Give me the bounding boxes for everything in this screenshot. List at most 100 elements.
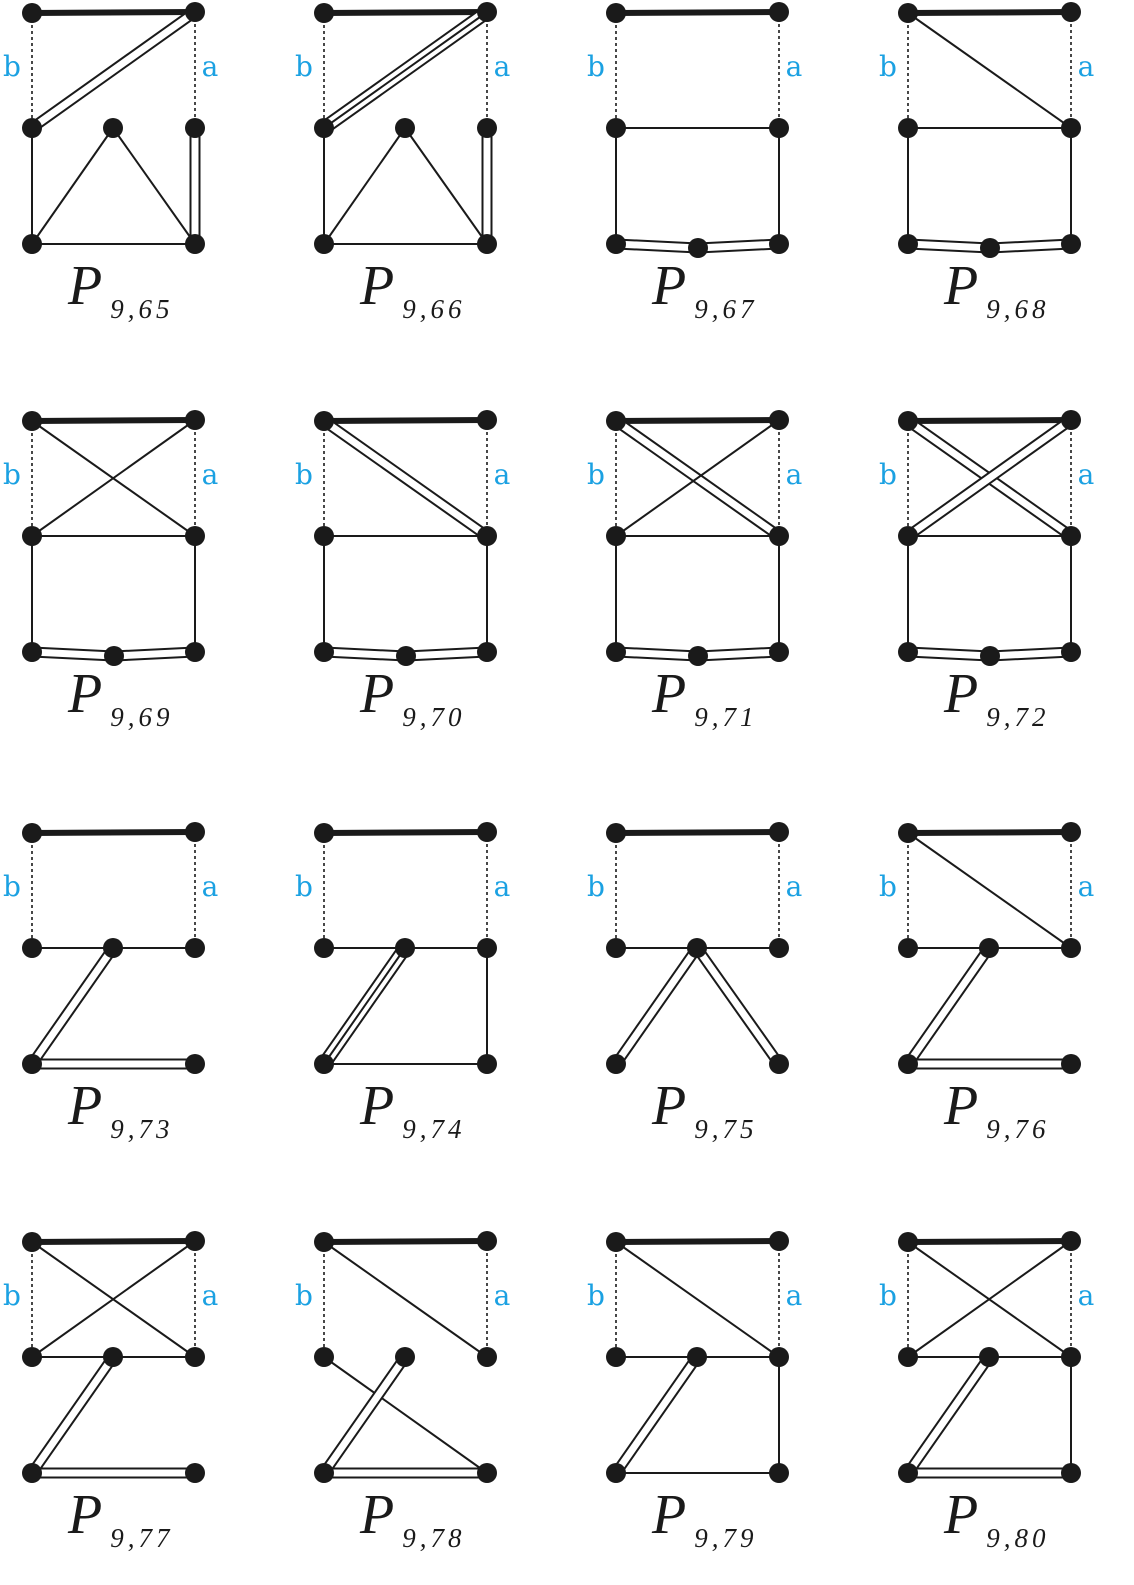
edge-triple bbox=[319, 6, 492, 134]
caption-letter: P bbox=[359, 663, 394, 725]
graph-vertex bbox=[1061, 822, 1081, 842]
graph-vertex bbox=[606, 526, 626, 546]
graph-vertex bbox=[22, 1347, 42, 1367]
graph-vertex bbox=[769, 234, 789, 254]
graph-vertex bbox=[687, 938, 707, 958]
graph-vertex bbox=[22, 823, 42, 843]
vertex-label-b: b bbox=[3, 458, 21, 491]
edge-single bbox=[31, 1240, 196, 1358]
graph-vertex bbox=[314, 938, 334, 958]
graph-vertex bbox=[687, 1347, 707, 1367]
edge-single bbox=[907, 12, 1072, 129]
graph-vertex bbox=[185, 234, 205, 254]
edge-double bbox=[697, 238, 780, 254]
graph-vertex bbox=[185, 2, 205, 22]
graph-vertex bbox=[769, 642, 789, 662]
graph-vertex bbox=[898, 526, 918, 546]
edge-double-inner bbox=[613, 945, 700, 1067]
vertex-label-a: a bbox=[494, 458, 511, 491]
vertex-label-a: a bbox=[786, 458, 803, 491]
graph-vertex bbox=[769, 822, 789, 842]
graph-vertex bbox=[606, 938, 626, 958]
caption-letter: P bbox=[67, 1075, 102, 1137]
edge-bold bbox=[31, 1238, 196, 1245]
edge-double bbox=[611, 1353, 702, 1477]
edge-double-inner bbox=[615, 648, 699, 660]
graph-vertex bbox=[1061, 118, 1081, 138]
edge-double-inner bbox=[29, 945, 116, 1067]
caption-subscript: 9,74 bbox=[402, 1114, 465, 1144]
edge-double-inner bbox=[989, 240, 1072, 252]
edge-bold bbox=[615, 417, 780, 424]
graph-vertex bbox=[979, 938, 999, 958]
vertex-label-a: a bbox=[786, 50, 803, 83]
edge-single bbox=[615, 1241, 780, 1358]
graph-vertex bbox=[477, 2, 497, 22]
vertex-label-b: b bbox=[587, 50, 605, 83]
edge-double bbox=[989, 646, 1072, 662]
caption-letter: P bbox=[359, 255, 394, 317]
graph-vertex bbox=[1061, 1054, 1081, 1074]
caption-subscript: 9,75 bbox=[694, 1114, 757, 1144]
graph-vertex bbox=[22, 526, 42, 546]
vertex-label-b: b bbox=[879, 50, 897, 83]
edge-single bbox=[323, 1241, 488, 1358]
graph-vertex bbox=[688, 646, 708, 666]
edge-double bbox=[989, 238, 1072, 254]
graph-vertex bbox=[769, 1463, 789, 1483]
edge-bold bbox=[31, 829, 196, 836]
caption-subscript: 9,78 bbox=[402, 1523, 465, 1553]
edge-single bbox=[323, 127, 406, 245]
graph-vertex bbox=[1061, 234, 1081, 254]
edge-bold bbox=[615, 829, 780, 836]
edge-double bbox=[320, 416, 491, 541]
graph-vertex bbox=[314, 118, 334, 138]
vertex-label-b: b bbox=[3, 50, 21, 83]
graph-vertex bbox=[979, 1347, 999, 1367]
graph-vertex bbox=[477, 1347, 497, 1367]
graph-vertex bbox=[606, 1054, 626, 1074]
graph-vertex bbox=[898, 1463, 918, 1483]
edge-double bbox=[27, 1353, 118, 1477]
vertex-label-a: a bbox=[202, 1279, 219, 1312]
vertex-label-a: a bbox=[786, 1279, 803, 1312]
graph-vertex bbox=[185, 118, 205, 138]
caption-letter: P bbox=[67, 1484, 102, 1546]
vertex-label-b: b bbox=[879, 458, 897, 491]
graph-vertex bbox=[769, 526, 789, 546]
graph-vertex bbox=[477, 526, 497, 546]
graph-vertex bbox=[477, 1231, 497, 1251]
graph-vertex bbox=[22, 234, 42, 254]
edge-double-inner bbox=[321, 418, 490, 539]
graph-vertex bbox=[606, 3, 626, 23]
vertex-label-a: a bbox=[202, 50, 219, 83]
vertex-label-a: a bbox=[786, 870, 803, 903]
graph-vertex bbox=[1061, 2, 1081, 22]
graph-vertex bbox=[22, 1054, 42, 1074]
caption-subscript: 9,80 bbox=[986, 1523, 1049, 1553]
graph-vertex bbox=[898, 1232, 918, 1252]
edge-double bbox=[903, 1353, 994, 1477]
graph-vertex bbox=[314, 3, 334, 23]
graph-vertex bbox=[980, 646, 1000, 666]
graph-vertex bbox=[314, 1054, 334, 1074]
vertex-label-b: b bbox=[587, 870, 605, 903]
edge-double-inner bbox=[989, 648, 1072, 660]
graph-vertex bbox=[395, 938, 415, 958]
caption-letter: P bbox=[651, 255, 686, 317]
graph-vertex bbox=[769, 1231, 789, 1251]
graph-vertex bbox=[1061, 1347, 1081, 1367]
graph-vertex bbox=[1061, 410, 1081, 430]
edge-double bbox=[611, 944, 702, 1068]
graph-vertex bbox=[1061, 1231, 1081, 1251]
